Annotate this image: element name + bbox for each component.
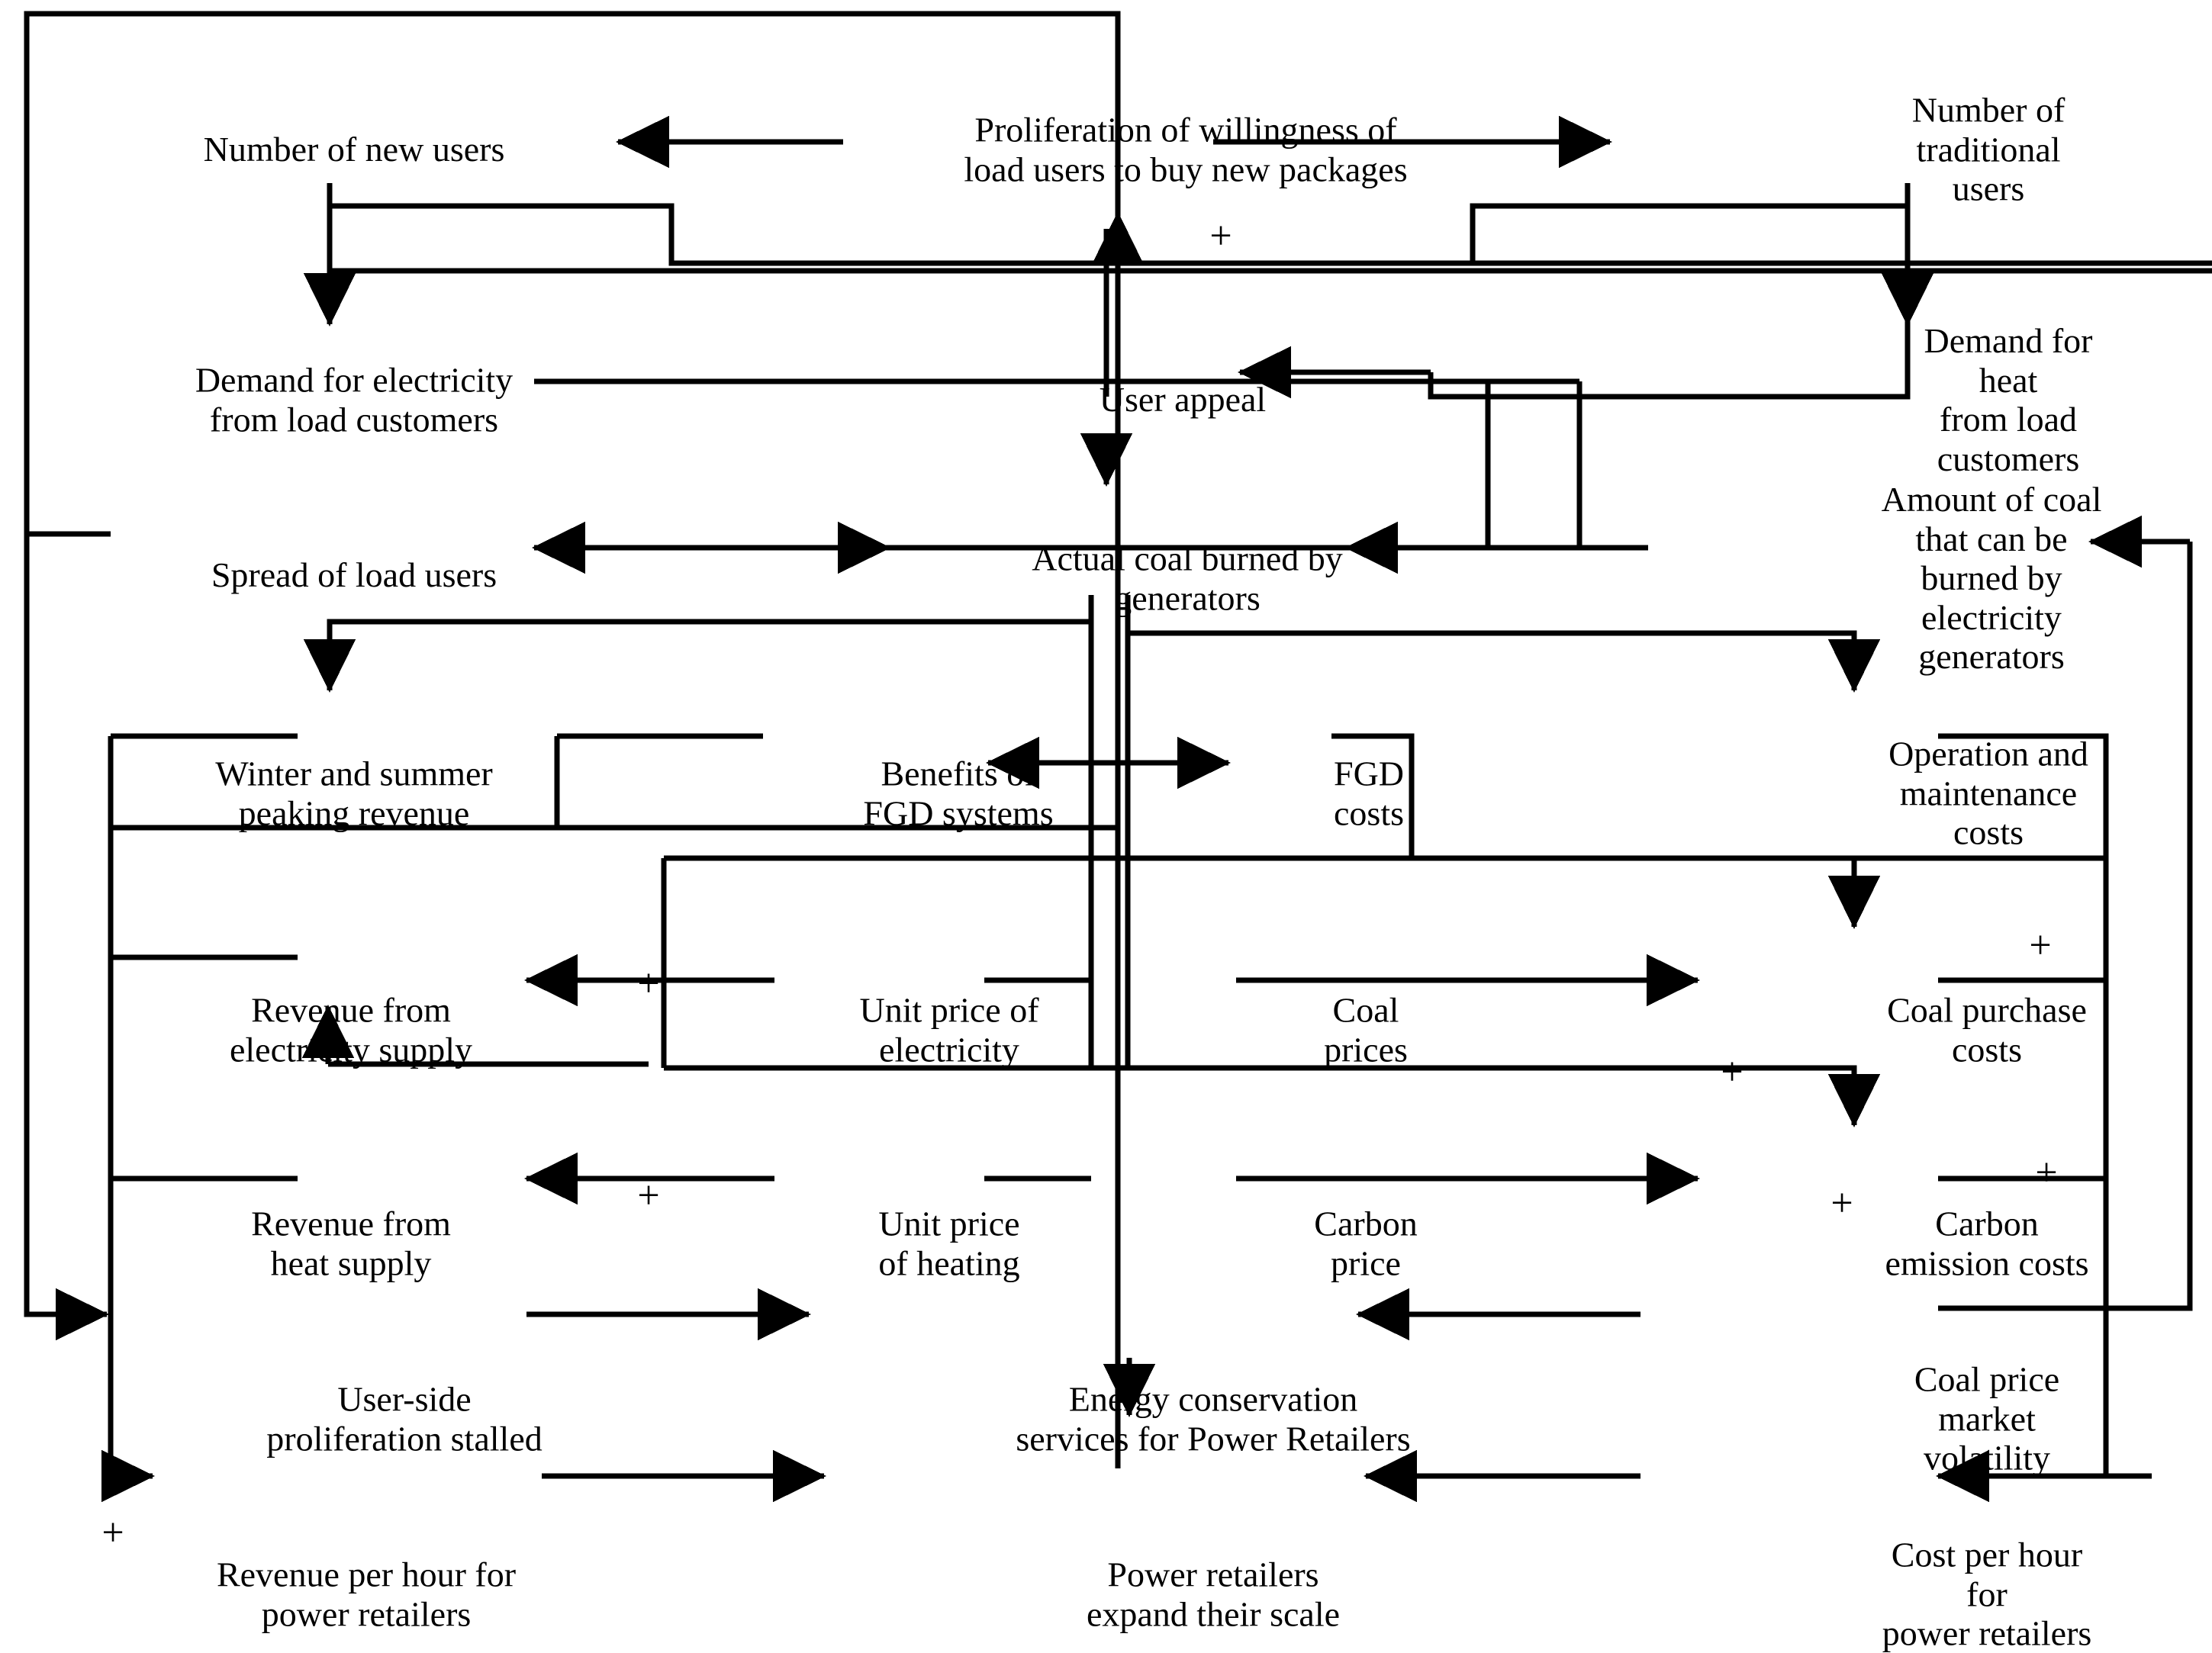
polarity-sign-willingness: +	[1209, 214, 1232, 258]
node-proliferation-willingness[interactable]: Proliferation of willingness of load use…	[964, 110, 1408, 188]
node-power-retailers-expand-scale[interactable]: Power retailers expand their scale	[1086, 1555, 1341, 1633]
polarity-sign-carbon-emission: +	[1830, 1182, 1853, 1225]
node-spread-of-load-users[interactable]: Spread of load users	[211, 555, 497, 595]
route-demand-heat-to-appeal	[1428, 244, 1911, 400]
node-coal-price-market-volatility[interactable]: Coal price market volatility	[1914, 1359, 2060, 1478]
node-user-side-proliferation-stalled[interactable]: User-side proliferation stalled	[266, 1379, 543, 1458]
route-to-coal-purchase	[664, 855, 1857, 927]
node-user-appeal[interactable]: User appeal	[1099, 380, 1267, 420]
node-coal-purchase-costs[interactable]: Coal purchase costs	[1887, 990, 2087, 1069]
node-winter-summer-peaking-revenue[interactable]: Winter and summer peaking revenue	[215, 754, 493, 832]
route-traditional-branch	[1470, 203, 1908, 263]
polarity-sign-revenue-heat: +	[637, 1174, 660, 1217]
node-amount-coal-can-be-burned[interactable]: Amount of coal that can be burned by ele…	[1881, 480, 2102, 677]
polarity-sign-carbon-emission-top: +	[2035, 1151, 2058, 1195]
node-revenue-electricity-supply[interactable]: Revenue from electricity supply	[229, 990, 473, 1069]
route-left-outer-rail	[24, 534, 107, 1317]
route-to-carbon-emission	[664, 1065, 1857, 1125]
route-right-rail-to-cost-hour	[1938, 1308, 2109, 1479]
diagram-wires	[24, 11, 2212, 1503]
node-number-of-new-users[interactable]: Number of new users	[203, 130, 505, 169]
edge-layer-routes	[24, 11, 2212, 1479]
node-energy-conservation-services[interactable]: Energy conservation services for Power R…	[1016, 1379, 1411, 1458]
route-new-users-branch-right	[330, 203, 2212, 266]
node-number-of-traditional-users[interactable]: Number of traditional users	[1911, 90, 2065, 208]
node-carbon-price[interactable]: Carbon price	[1314, 1204, 1418, 1282]
route-om-right-stub	[1938, 733, 2109, 858]
node-fgd-costs[interactable]: FGD costs	[1333, 754, 1405, 832]
node-cost-per-hour-retailers[interactable]: Cost per hour for power retailers	[1882, 1535, 2092, 1653]
causal-loop-diagram: Number of new users Proliferation of wil…	[24, 11, 2212, 1653]
route-demand-electricity-to-spread	[652, 381, 1491, 551]
node-demand-electricity-load[interactable]: Demand for electricity from load custome…	[195, 360, 514, 439]
route-actual-to-winter	[327, 619, 1091, 690]
node-carbon-emission-costs[interactable]: Carbon emission costs	[1885, 1204, 2089, 1282]
node-revenue-per-hour-retailers[interactable]: Revenue per hour for power retailers	[216, 1555, 517, 1633]
route-spread-to-willingness	[24, 11, 1121, 534]
polarity-sign-om-to-coal-purchase: +	[2029, 924, 2052, 967]
route-actual-to-om	[1128, 630, 1857, 690]
node-demand-heat-load[interactable]: Demand for heat from load customers	[1924, 320, 2093, 478]
node-operation-maintenance-costs[interactable]: Operation and maintenance costs	[1888, 734, 2088, 852]
polarity-sign-revenue-electricity: +	[637, 962, 660, 1005]
node-unit-price-heating[interactable]: Unit price of heating	[878, 1204, 1020, 1282]
node-coal-prices[interactable]: Coal prices	[1324, 990, 1408, 1069]
polarity-sign-revenue-per-hour: +	[101, 1511, 124, 1555]
route-right-outer-rail	[2106, 542, 2193, 1311]
node-unit-price-electricity[interactable]: Unit price of electricity	[859, 990, 1039, 1069]
polarity-sign-coal-purchase: +	[1721, 1050, 1744, 1094]
node-revenue-heat-supply[interactable]: Revenue from heat supply	[251, 1204, 451, 1282]
node-benefits-of-fgd-systems[interactable]: Benefits of FGD systems	[863, 754, 1054, 832]
node-actual-coal-burned[interactable]: Actual coal burned by generators	[1032, 539, 1343, 617]
